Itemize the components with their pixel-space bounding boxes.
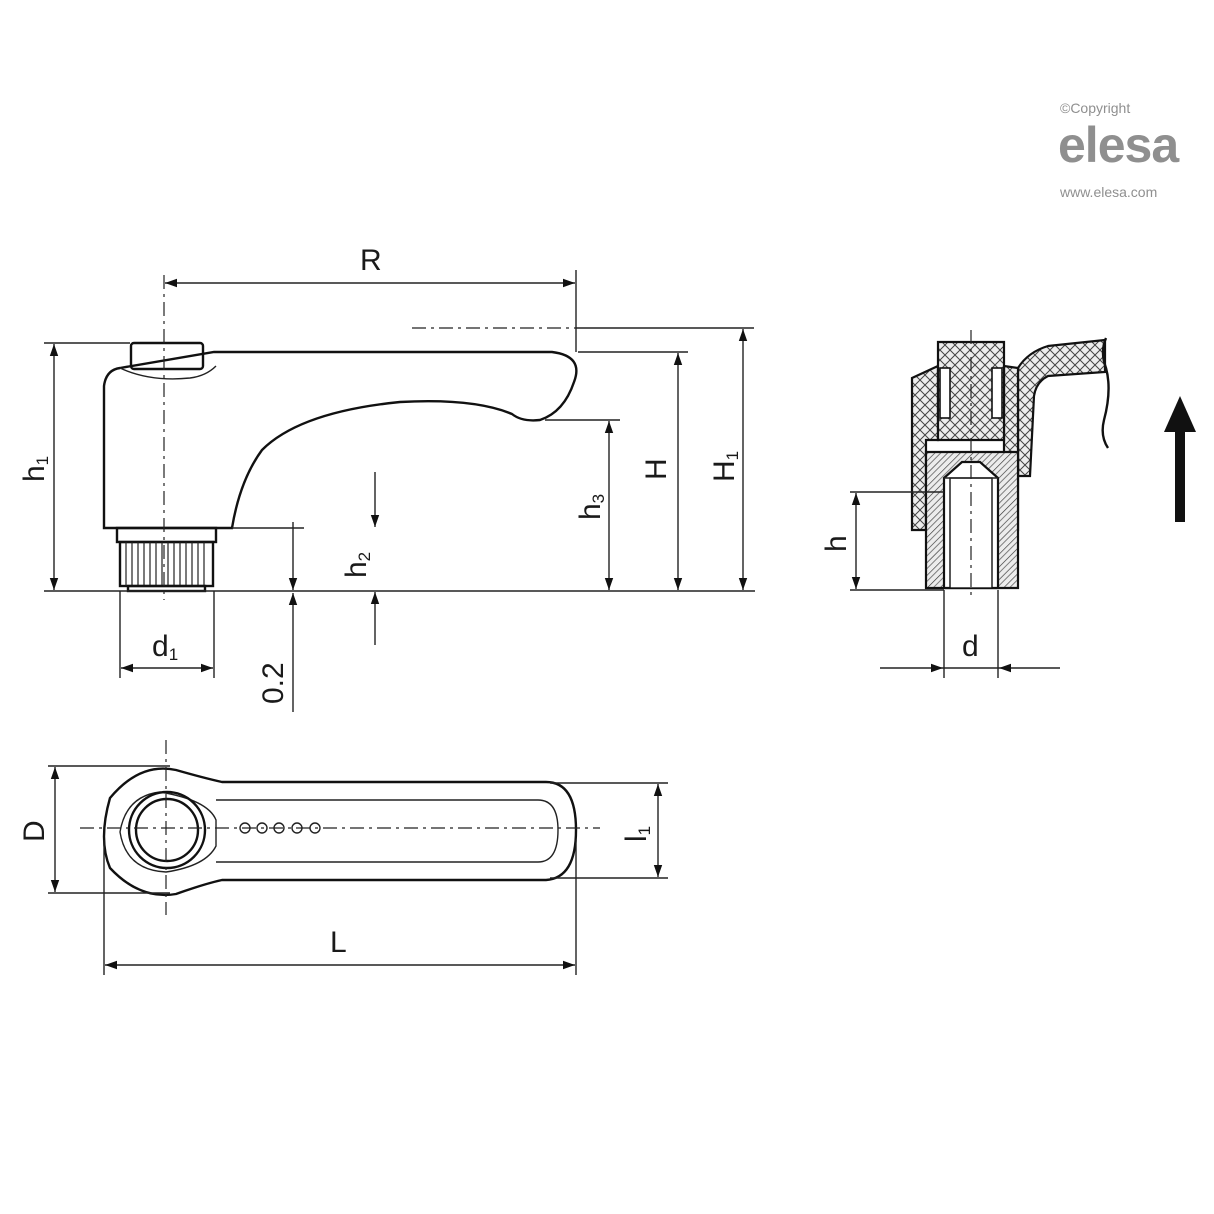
up-arrow-icon: [1164, 396, 1196, 522]
label-R: R: [360, 244, 382, 277]
top-grip-contour: [216, 799, 559, 863]
label-h1: h1: [18, 456, 52, 482]
section-spring-right: [991, 367, 1003, 419]
elesa-logo: elesa: [1058, 117, 1180, 173]
lever-body: [102, 350, 578, 530]
section-lever-arm: [1016, 338, 1107, 478]
label-h3: h3: [574, 494, 608, 520]
top-outer-ring: [127, 790, 207, 870]
label-d1: d1: [152, 630, 178, 664]
top-view: D l1 L: [18, 740, 668, 975]
label-H: H: [640, 458, 673, 480]
label-h: h: [820, 535, 853, 552]
section-spring-left: [939, 367, 951, 419]
label-H1: H1: [708, 451, 742, 482]
label-offset: 0.2: [257, 662, 290, 704]
bushing-base: [126, 584, 207, 593]
label-L: L: [330, 926, 347, 959]
label-d: d: [962, 630, 979, 663]
release-button: [129, 341, 205, 371]
lever-inner-contour: [119, 365, 217, 380]
elesa-url: www.elesa.com: [1059, 184, 1157, 200]
copyright-text: ©Copyright: [1060, 100, 1130, 116]
knurled-bushing: [118, 540, 215, 588]
label-l1: l1: [620, 826, 654, 842]
top-lever-outline: [102, 767, 578, 897]
label-D: D: [18, 820, 51, 842]
elesa-branding: ©Copyright elesa www.elesa.com: [1058, 100, 1181, 200]
knurl-lines: [125, 542, 205, 586]
side-view: R h1 h3 H H1 h2 0.2 d1: [18, 244, 755, 712]
section-break-line: [1101, 337, 1110, 449]
top-inner-contour: [119, 791, 217, 873]
bushing-collar: [115, 526, 218, 544]
label-h2: h2: [340, 552, 374, 578]
top-button-circle: [134, 797, 200, 863]
section-view: h d: [820, 330, 1196, 678]
